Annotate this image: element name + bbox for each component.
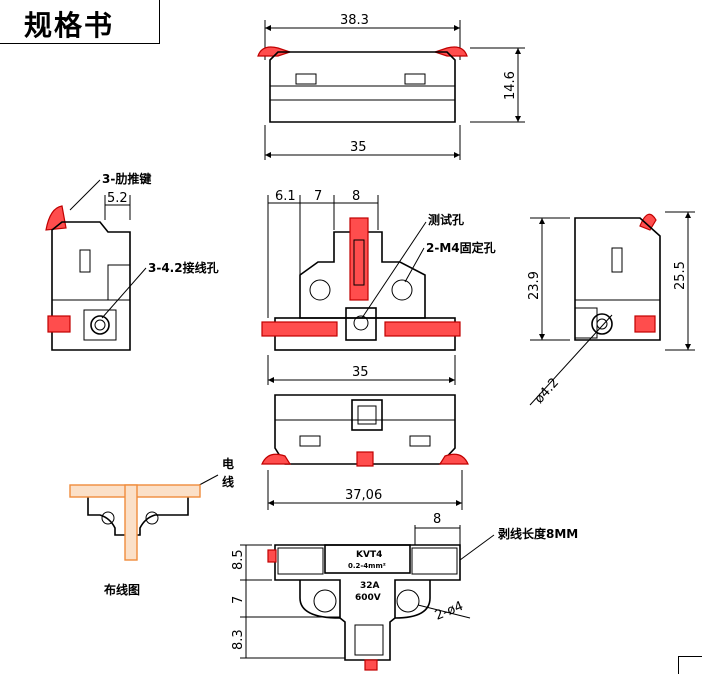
wire-label-2: 线 xyxy=(222,474,234,489)
front-dim-1: 6.1 xyxy=(275,189,296,204)
wiring-diagram: 电 线 布线图 xyxy=(69,456,234,597)
right-height-1: 23.9 xyxy=(527,271,542,300)
detail-height-1: 8.5 xyxy=(231,549,246,570)
front-width-dim: 35 xyxy=(352,365,369,380)
push-button-label: 3-肋推键 xyxy=(102,171,151,186)
bottom-width-dim: 37,06 xyxy=(345,488,382,503)
hole-diameter: ø4.2 xyxy=(532,375,562,406)
current-rating: 32A xyxy=(360,581,380,591)
side-left-dim: 5.2 xyxy=(107,191,128,206)
test-hole-label: 测试孔 xyxy=(428,212,464,227)
brand-mark: KVT4 xyxy=(356,550,382,560)
detail-height-3: 8.3 xyxy=(231,629,246,650)
strip-length-dim: 8 xyxy=(433,512,441,527)
title-box: 规格书 xyxy=(0,0,160,44)
detail-view: KVT4 0.2-4mm² 32A 600V 8 剥线长度8MM 8.5 7 8… xyxy=(231,512,578,671)
corner-frame xyxy=(678,656,702,674)
top-view: 38.3 14.6 35 xyxy=(257,13,525,160)
wire-hole-label: 3-4.2接线孔 xyxy=(148,260,219,275)
strip-length-label: 剥线长度8MM xyxy=(498,526,578,541)
detail-holes: 2-ø4 xyxy=(433,599,466,624)
left-side-view: 3-肋推键 5.2 3-4.2接线孔 xyxy=(45,171,219,351)
top-width-dim: 38.3 xyxy=(340,13,369,28)
top-height-dim: 14.6 xyxy=(503,71,518,100)
right-side-view: 23.9 25.5 ø4.2 xyxy=(527,211,695,407)
wire-label-1: 电 xyxy=(222,456,234,471)
front-dim-3: 8 xyxy=(352,189,360,204)
wire-spec: 0.2-4mm² xyxy=(348,562,386,570)
front-view: 6.1 7 8 测试孔 2-M4固定孔 35 xyxy=(261,189,496,385)
document-title: 规格书 xyxy=(24,9,115,42)
top-bottom-width-dim: 35 xyxy=(350,140,367,155)
detail-height-2: 7 xyxy=(231,596,246,604)
voltage-rating: 600V xyxy=(355,593,381,603)
wiring-caption: 布线图 xyxy=(104,582,140,597)
front-dim-2: 7 xyxy=(314,189,322,204)
bottom-view: 37,06 xyxy=(261,394,469,510)
mount-hole-label: 2-M4固定孔 xyxy=(426,240,496,255)
right-height-2: 25.5 xyxy=(673,261,688,290)
